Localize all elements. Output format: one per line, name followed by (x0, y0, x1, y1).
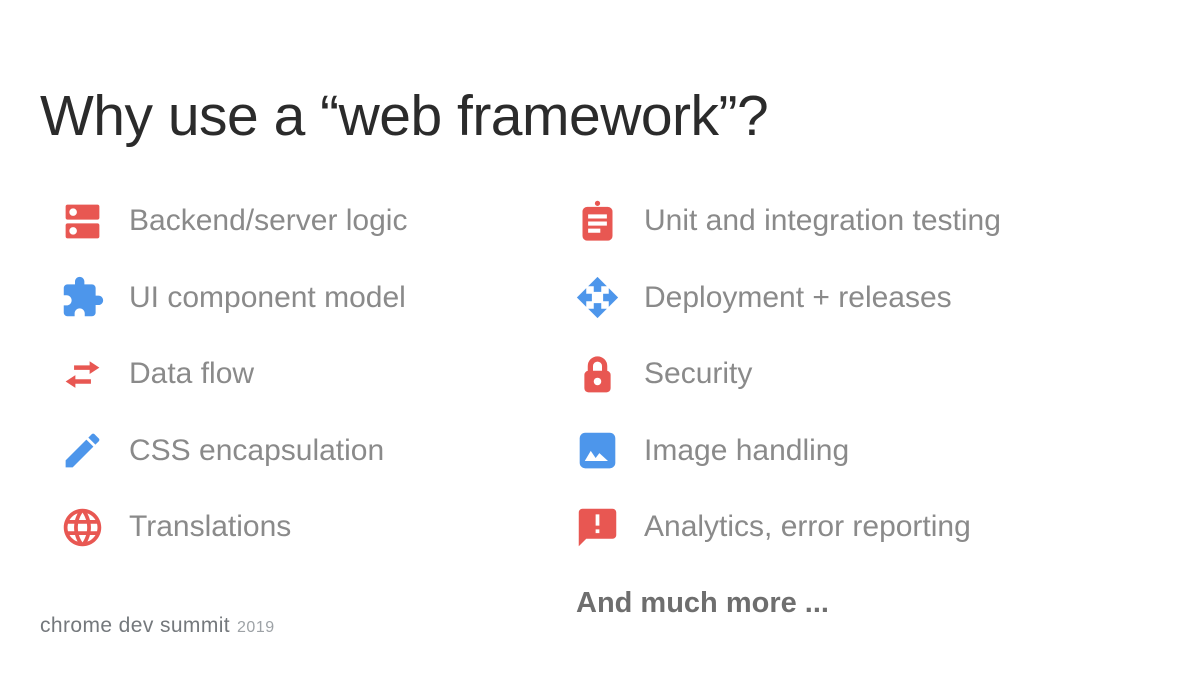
image-icon (575, 428, 620, 473)
feature-item-analytics: Analytics, error reporting (575, 489, 1001, 566)
event-logo-year: 2019 (237, 619, 275, 636)
event-logo: chrome dev summit 2019 (40, 614, 275, 638)
feature-column-left: Backend/server logic UI component model … (60, 183, 407, 566)
event-logo-brand: chrome dev summit (40, 614, 231, 637)
feature-label: Deployment + releases (644, 280, 952, 314)
page-title: Why use a “web framework”? (40, 84, 769, 148)
feature-label: CSS encapsulation (129, 433, 385, 467)
clipboard-icon (575, 199, 620, 244)
feature-item-images: Image handling (575, 413, 1001, 490)
server-icon (60, 199, 105, 244)
feature-label: Analytics, error reporting (644, 510, 971, 544)
move-arrows-icon (575, 275, 620, 320)
feature-item-testing: Unit and integration testing (575, 183, 1001, 260)
swap-arrows-icon (60, 352, 105, 397)
feature-label: Translations (129, 510, 292, 544)
lock-icon (575, 352, 620, 397)
feature-label: Backend/server logic (129, 204, 408, 238)
feature-label: Data flow (129, 357, 255, 391)
feature-item-backend: Backend/server logic (60, 183, 407, 260)
pencil-icon (60, 428, 105, 473)
feature-label: Unit and integration testing (644, 204, 1001, 238)
feature-item-translations: Translations (60, 489, 407, 566)
feature-label: Security (644, 357, 753, 391)
feature-item-css: CSS encapsulation (60, 413, 407, 490)
globe-icon (60, 505, 105, 550)
puzzle-icon (60, 275, 105, 320)
feature-item-security: Security (575, 336, 1001, 413)
and-much-more-text: And much more ... (576, 587, 829, 619)
alert-bubble-icon (575, 505, 620, 550)
feature-label: Image handling (644, 433, 850, 467)
feature-item-deployment: Deployment + releases (575, 260, 1001, 337)
feature-label: UI component model (129, 280, 406, 314)
feature-column-right: Unit and integration testing Deployment … (575, 183, 1001, 566)
feature-item-ui-components: UI component model (60, 260, 407, 337)
feature-item-data-flow: Data flow (60, 336, 407, 413)
